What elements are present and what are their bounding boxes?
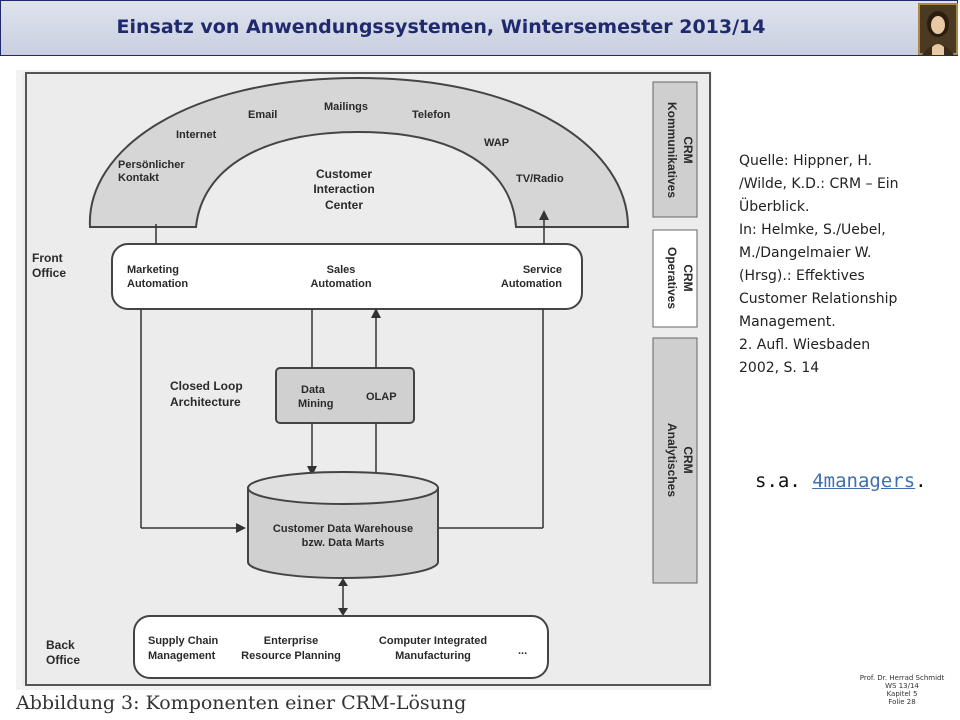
source-citation: Quelle: Hippner, H. /Wilde, K.D.: CRM – …: [739, 150, 954, 380]
operative-label: Automation: [501, 278, 562, 290]
operative-box: [111, 243, 583, 310]
analysis-label: OLAP: [366, 391, 397, 403]
side-label-kommunikativ-1: Kommunikatives: [665, 102, 679, 198]
channel-label: Mailings: [324, 101, 368, 113]
footer-semester: WS 13/14: [885, 682, 919, 690]
slide-title: Einsatz von Anwendungssystemen, Winterse…: [116, 16, 766, 38]
source-line: In: Helmke, S./Uebel,: [739, 222, 886, 238]
closed-loop-label: Closed Loop: [170, 379, 243, 393]
slide-header: Einsatz von Anwendungssystemen, Winterse…: [0, 0, 958, 56]
analysis-label: Mining: [298, 398, 333, 410]
cic-label: Customer: [316, 167, 372, 181]
cic-label: Interaction: [313, 182, 374, 196]
side-label-operativ-1: Operatives: [665, 247, 679, 309]
side-label-analytisch-2: CRM: [681, 446, 695, 473]
figure-caption: Abbildung 3: Komponenten einer CRM-Lösun…: [16, 692, 467, 714]
warehouse-label: bzw. Data Marts: [302, 537, 385, 549]
source-line: 2. Aufl. Wiesbaden: [739, 337, 871, 353]
side-bar-operativ: [652, 229, 698, 328]
side-label-operativ-2: CRM: [681, 264, 695, 291]
see-also-suffix: .: [915, 470, 927, 492]
front-office-label: Office: [32, 266, 66, 280]
back-system-label: Manufacturing: [395, 650, 471, 662]
footer-chapter: Kapitel 5: [886, 690, 918, 698]
channel-label: WAP: [484, 137, 509, 149]
4managers-link[interactable]: 4managers: [812, 470, 916, 492]
channel-label: Telefon: [412, 109, 451, 121]
data-warehouse-cylinder: [247, 487, 439, 579]
source-line: 2002, S. 14: [739, 360, 820, 376]
side-label-analytisch-1: Analytisches: [665, 423, 679, 497]
operative-label: Sales: [327, 264, 356, 276]
back-system-label: Computer Integrated: [379, 635, 487, 647]
source-line: Überblick.: [739, 199, 810, 215]
closed-loop-label: Architecture: [170, 395, 241, 409]
diagram-frame: [25, 72, 711, 686]
side-bar-analytisch: [652, 337, 698, 584]
cic-label: Center: [325, 198, 363, 212]
slide-footer: Prof. Dr. Herrad Schmidt WS 13/14 Kapite…: [850, 674, 954, 706]
source-line: Quelle: Hippner, H.: [739, 153, 873, 169]
channel-arch: [88, 76, 630, 228]
back-office-box: [133, 615, 549, 679]
channel-label: TV/Radio: [516, 173, 564, 185]
channel-label: Email: [248, 109, 277, 121]
back-system-label: Enterprise: [264, 635, 318, 647]
front-office-label: Front: [32, 251, 63, 265]
operative-label: Automation: [127, 278, 188, 290]
side-bar-kommunikativ: [652, 81, 698, 218]
crm-components-diagram: Kommunikatives CRM Operatives CRM Analyt…: [16, 70, 712, 690]
back-system-label: Management: [148, 650, 216, 662]
warehouse-label: Customer Data Warehouse: [273, 523, 413, 535]
back-system-label: Resource Planning: [241, 650, 341, 662]
analysis-box: [275, 367, 415, 424]
footer-author: Prof. Dr. Herrad Schmidt: [859, 674, 945, 682]
source-line: (Hrsg).: Effektives: [739, 268, 865, 284]
source-line: Customer Relationship: [739, 291, 898, 307]
channel-label: Persönlicher: [118, 159, 185, 171]
back-office-label: Office: [46, 653, 80, 667]
portrait-image: [918, 3, 958, 55]
analysis-label: Data: [301, 384, 326, 396]
side-label-kommunikativ-2: CRM: [681, 136, 695, 163]
channel-label: Internet: [176, 129, 217, 141]
source-line: /Wilde, K.D.: CRM – Ein: [739, 176, 899, 192]
source-line: Management.: [739, 314, 836, 330]
footer-slide: Folie 28: [888, 698, 916, 706]
back-system-ellipsis: ...: [518, 645, 527, 657]
see-also-line: s.a. 4managers.: [755, 470, 927, 492]
channel-label: Kontakt: [118, 172, 159, 184]
back-system-label: Supply Chain: [148, 635, 219, 647]
see-also-prefix: s.a.: [755, 470, 813, 492]
back-office-label: Back: [46, 638, 75, 652]
source-line: M./Dangelmaier W.: [739, 245, 872, 261]
operative-label: Marketing: [127, 264, 179, 276]
operative-label: Automation: [310, 278, 371, 290]
operative-label: Service: [523, 264, 562, 276]
